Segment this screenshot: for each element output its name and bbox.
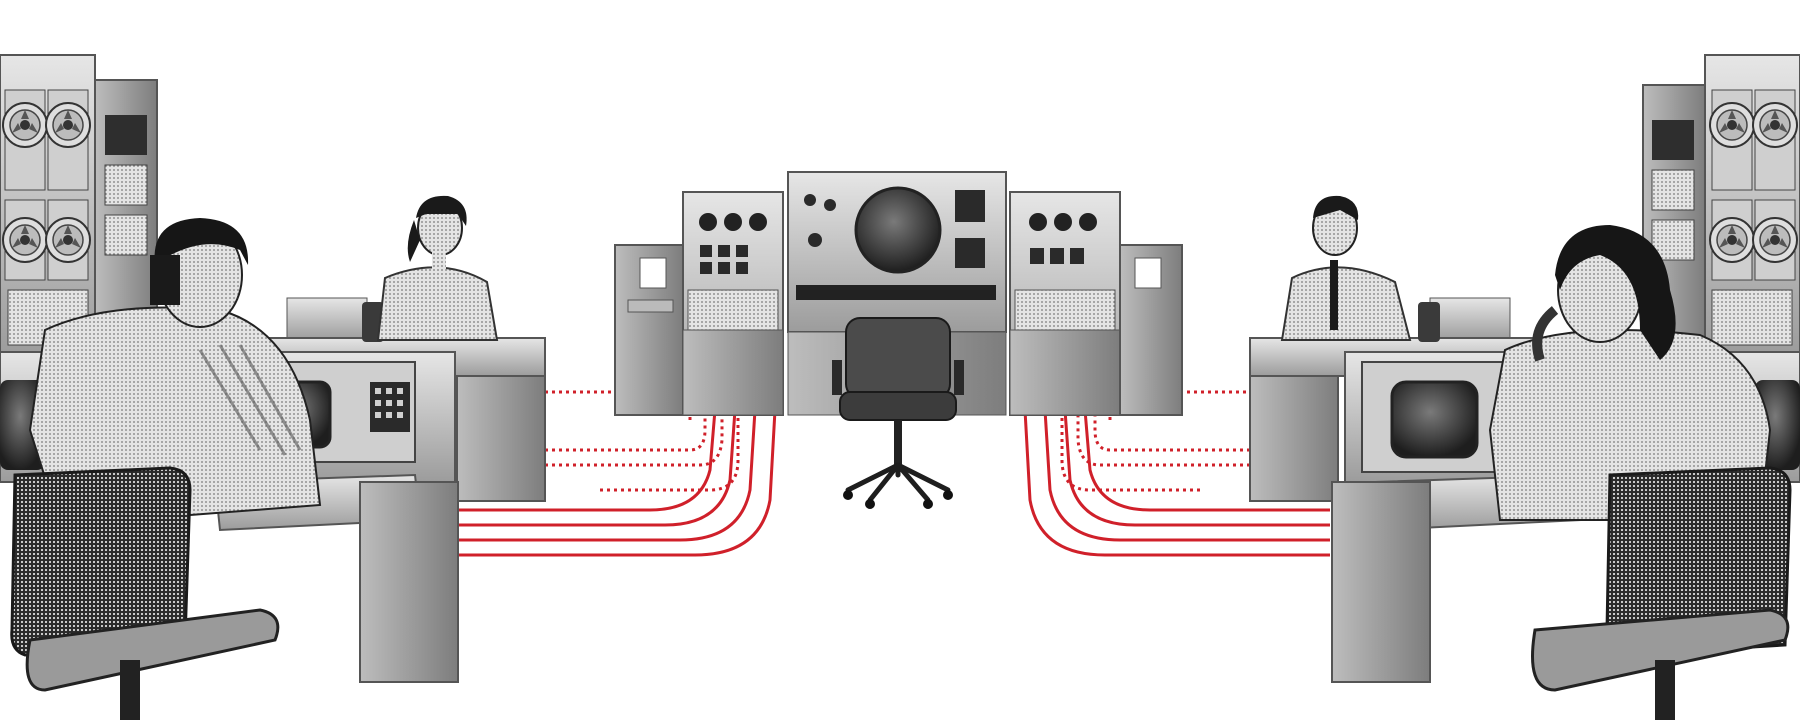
tape-reel-icon	[1752, 102, 1798, 148]
office-chair-icon-right	[1531, 466, 1792, 720]
tape-reel-icon	[2, 102, 48, 148]
red-cable-icon	[1023, 409, 1330, 557]
operator-figure-man-right-back	[1280, 195, 1440, 342]
tape-reel-icon	[1709, 102, 1755, 148]
red-cables	[455, 340, 1330, 557]
office-chair-icon-left	[10, 466, 280, 720]
tape-reel-icon	[1752, 217, 1798, 263]
tape-reel-icon	[2, 217, 48, 263]
red-cable-icon	[545, 340, 740, 492]
tape-reel-icon	[1709, 217, 1755, 263]
crt-screen-icon	[1390, 380, 1479, 459]
left-tape-cabinet	[0, 54, 158, 356]
right-tape-cabinet	[1642, 54, 1800, 356]
tape-reel-icon	[45, 102, 91, 148]
crt-screen-icon	[854, 186, 942, 274]
red-cable-icon	[1060, 340, 1250, 492]
tape-reel-icon	[45, 217, 91, 263]
operator-figure-woman	[362, 195, 499, 342]
office-chair-icon	[832, 317, 964, 509]
red-cable-icon	[455, 409, 777, 557]
